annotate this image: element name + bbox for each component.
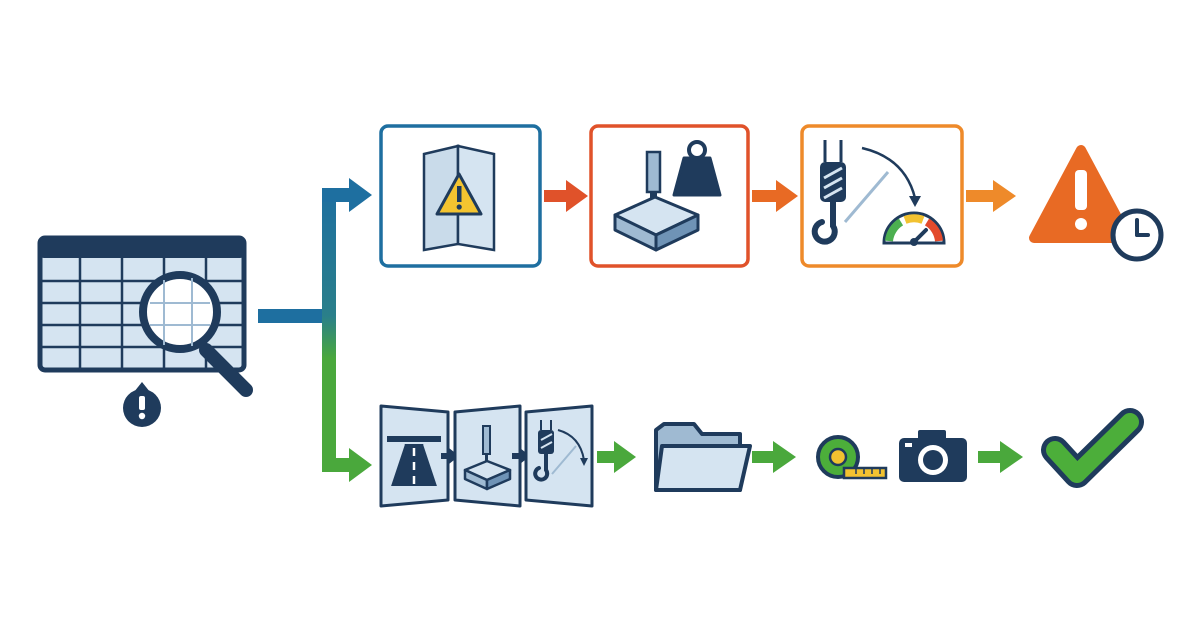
top-step-manual-box — [379, 124, 542, 268]
bottom-arrow-2 — [752, 441, 796, 473]
branch-connector — [258, 178, 372, 482]
crane-hook-gauge-icon — [811, 140, 946, 246]
warning-triangle-icon — [1029, 145, 1133, 243]
road-panel-icon — [379, 404, 450, 508]
camera-icon — [899, 430, 967, 482]
clock-icon — [1110, 208, 1164, 262]
bottom-arrow-3 — [978, 441, 1023, 473]
top-arrow-3 — [966, 180, 1016, 212]
weight-icon — [672, 140, 722, 197]
checkmark-icon — [1041, 408, 1144, 488]
top-arrow-2 — [752, 180, 798, 212]
top-step-hook-box — [800, 124, 964, 268]
tape-measure-icon — [816, 435, 888, 480]
bottom-arrow-1 — [597, 441, 636, 473]
top-arrow-1 — [544, 180, 588, 212]
exclamation-badge-icon — [123, 382, 161, 427]
top-step-press-box — [589, 124, 750, 268]
press-and-weight-icon — [613, 140, 722, 252]
spreadsheet-magnifier-icon — [37, 235, 253, 397]
hook-panel-icon — [524, 404, 594, 508]
warning-manual-icon — [422, 144, 496, 252]
gauge-icon — [882, 211, 946, 246]
magnifier-icon — [139, 271, 253, 397]
press-panel-icon — [453, 404, 522, 508]
folder-icon — [654, 422, 752, 492]
